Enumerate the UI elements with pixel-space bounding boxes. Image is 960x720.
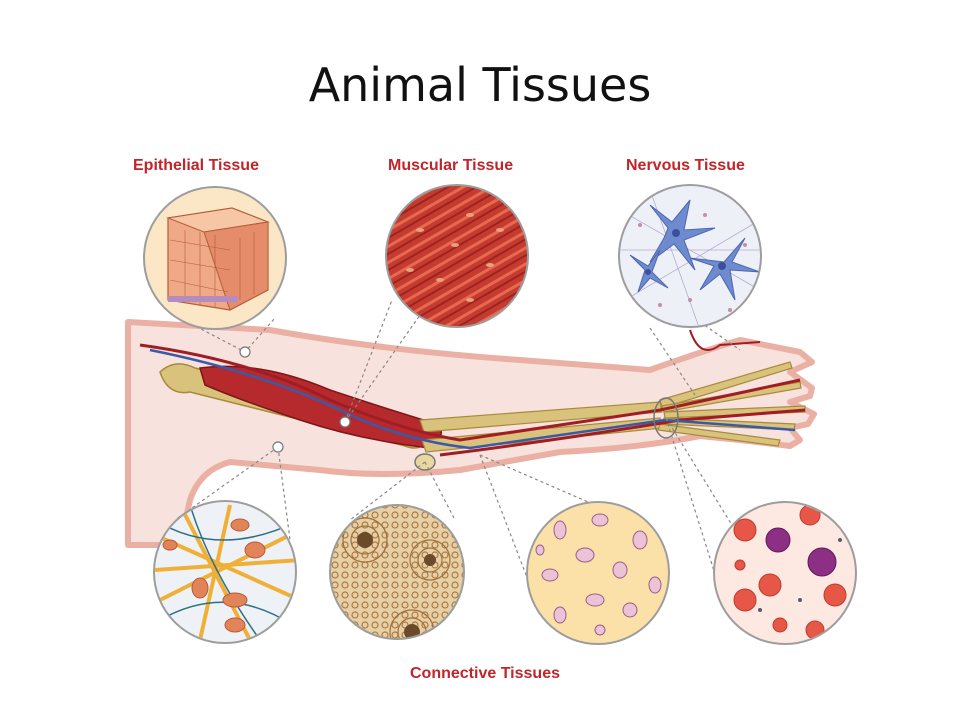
arm-illustration xyxy=(125,319,817,548)
label-connective-tissues: Connective Tissues xyxy=(410,665,560,682)
nerve xyxy=(689,329,761,351)
artery xyxy=(139,343,801,442)
wrist-joint-outline xyxy=(653,397,679,439)
nervous-tissue-circle xyxy=(618,184,762,328)
adipose-tissue-circle xyxy=(526,501,670,645)
epithelial-tissue-circle xyxy=(143,186,287,330)
artery-2 xyxy=(439,408,806,457)
leader-lines xyxy=(174,299,741,591)
pointer-epithelial xyxy=(239,346,251,358)
label-epithelial-tissue: Epithelial Tissue xyxy=(133,157,259,174)
pointer-connective xyxy=(272,441,284,453)
muscular-tissue-circle xyxy=(385,184,529,328)
pointer-muscle xyxy=(339,416,351,428)
areolar-tissue-circle xyxy=(153,500,297,644)
blood-tissue-circle xyxy=(713,501,857,645)
vein xyxy=(149,348,796,450)
bone-tissue-circle xyxy=(329,504,465,640)
label-muscular-tissue: Muscular Tissue xyxy=(388,157,514,174)
page-title: Animal Tissues xyxy=(308,58,652,112)
label-nervous-tissue: Nervous Tissue xyxy=(626,157,745,174)
radius-bone xyxy=(419,401,663,433)
